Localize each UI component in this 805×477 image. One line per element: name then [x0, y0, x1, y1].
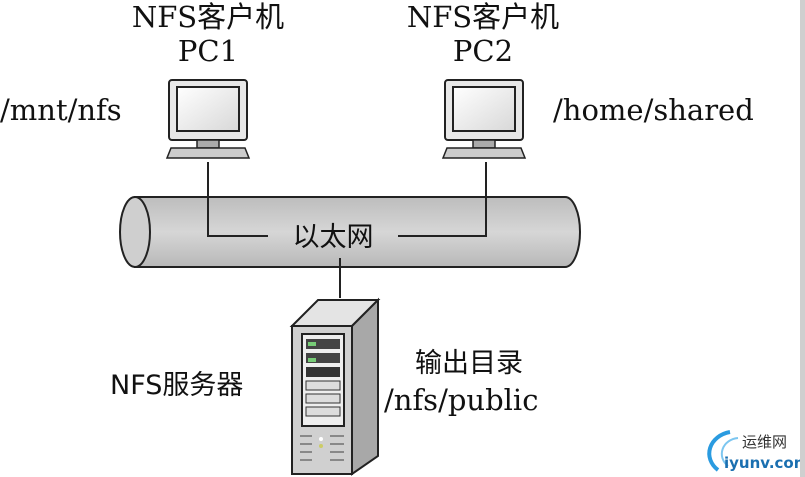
pc1-title: NFS客户机: [132, 0, 284, 34]
right-edge-bar: [800, 0, 805, 477]
network-lines: [207, 162, 487, 298]
ethernet-pipe: [119, 196, 581, 268]
server-title: NFS服务器: [110, 370, 243, 401]
svg-text:iyunv.com: iyunv.com: [724, 454, 805, 472]
pc2-mount-path: /home/shared: [553, 93, 754, 127]
pc1-monitor-icon: [165, 79, 251, 159]
pc2-title: NFS客户机: [407, 0, 559, 34]
pc2-monitor-icon: [441, 79, 527, 159]
pc1-mount-path: /mnt/nfs: [0, 93, 122, 127]
export-title: 输出目录: [415, 348, 523, 379]
svg-text:运维网: 运维网: [742, 433, 787, 451]
network-label: 以太网: [293, 222, 374, 253]
server-tower-icon: [289, 297, 381, 476]
watermark-logo: 运维网 iyunv.com: [707, 430, 805, 472]
pc1-name: PC1: [178, 34, 238, 68]
pc2-name: PC2: [453, 34, 513, 68]
export-path: /nfs/public: [384, 383, 538, 417]
